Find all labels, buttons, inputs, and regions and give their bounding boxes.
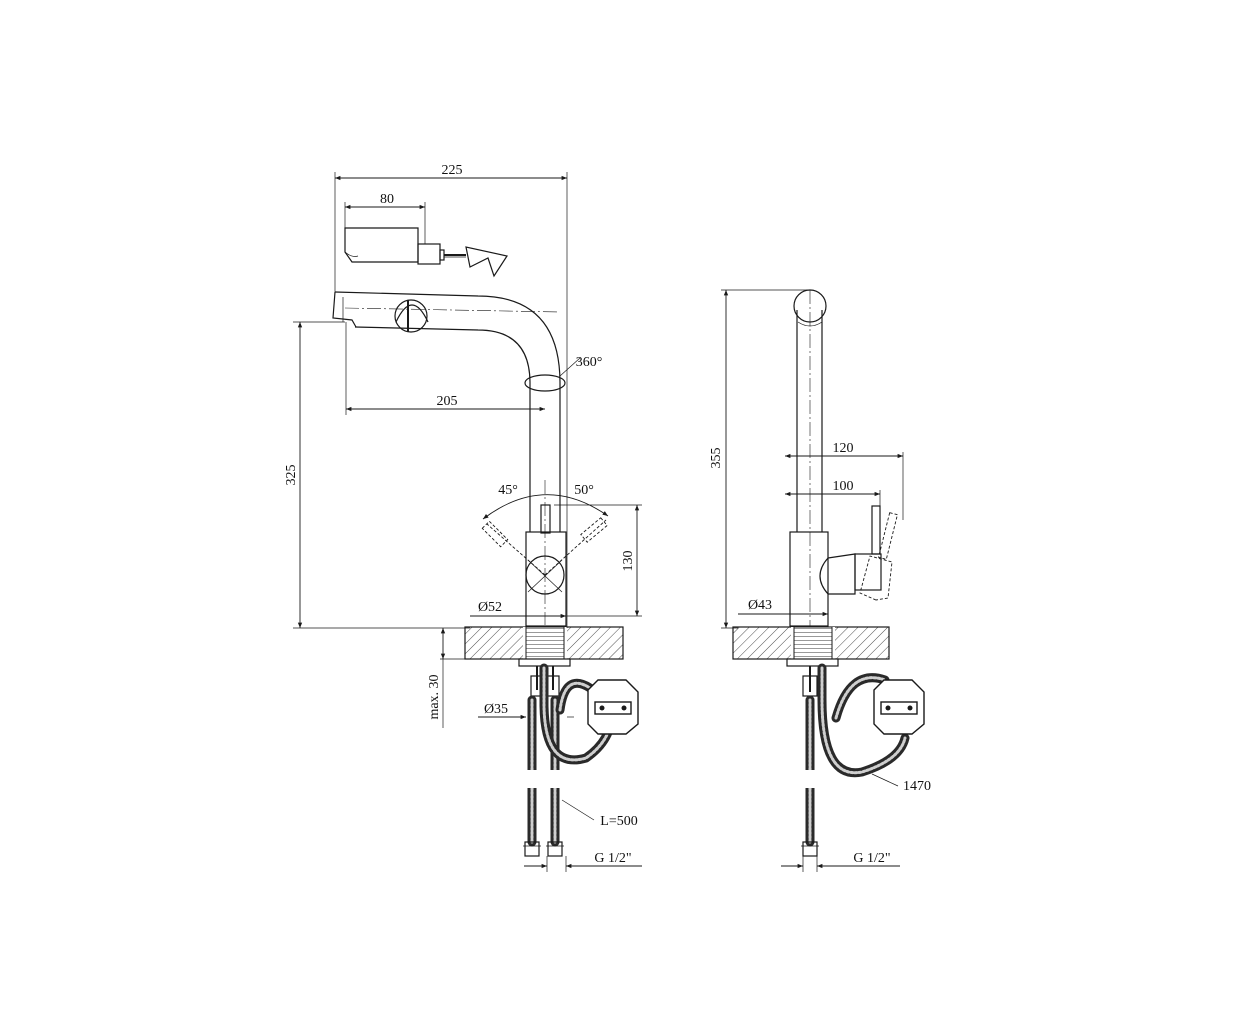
hoses-side: [800, 663, 925, 857]
spout-front: [332, 291, 566, 532]
pullout-head-detail: [344, 227, 508, 278]
dim-spout-reach: 205: [437, 394, 458, 409]
dim-hose-length: L=500: [600, 814, 637, 829]
dim-max-thickness: max. 30: [427, 674, 442, 719]
dim-lever-reach-max: 120: [833, 441, 854, 456]
dim-hole-diameter: Ø35: [484, 702, 508, 717]
hoses-front: [522, 663, 639, 857]
dim-connection-front: G 1/2": [594, 851, 631, 866]
countertop-side: [732, 626, 890, 667]
dim-body-diameter-side: Ø43: [748, 598, 772, 613]
dim-angle-right: 50°: [574, 483, 594, 498]
side-view: 355 120 100 Ø43 1470 G 1/2": [709, 289, 931, 872]
dim-connection-side: G 1/2": [853, 851, 890, 866]
dim-body-height: 130: [621, 551, 636, 572]
dim-height: 325: [284, 465, 299, 486]
dim-rotation: 360°: [576, 355, 603, 370]
dim-total-reach: 225: [442, 163, 463, 178]
dim-pullout-hose: 1470: [903, 779, 931, 794]
dimensions-side: 355 120 100 Ø43 1470 G 1/2": [709, 289, 931, 872]
faucet-body-front: [525, 480, 567, 627]
dimensions-front: 225 80 205 325 360° 45° 50° 130: [284, 163, 642, 872]
dim-angle-left: 45°: [498, 483, 518, 498]
dim-total-height: 355: [709, 448, 724, 469]
dim-body-diameter: Ø52: [478, 600, 502, 615]
front-view: 225 80 205 325 360° 45° 50° 130: [284, 163, 642, 872]
faucet-body-side: [789, 289, 898, 627]
dim-pullout-head: 80: [380, 192, 394, 207]
dim-lever-reach: 100: [833, 479, 854, 494]
countertop-front: [464, 626, 624, 667]
